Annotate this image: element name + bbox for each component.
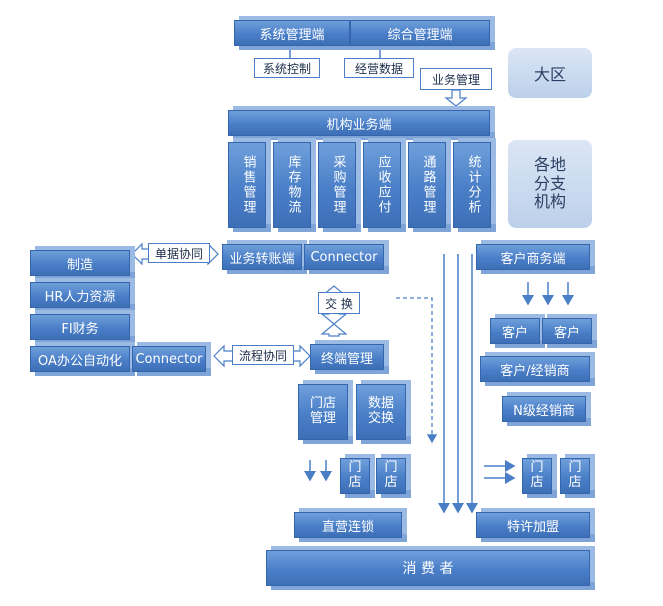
middle-connector-box: Connector (304, 244, 384, 270)
greater-region-panel: 大区 (508, 48, 592, 98)
business-mgmt-label: 业务管理 (420, 68, 492, 90)
hr-box: HR人力资源 (30, 282, 130, 308)
customer-box-2: 客户 (542, 318, 592, 344)
franchise-store-box-2: 门 店 (560, 458, 590, 494)
customer-business-box: 客户商务端 (476, 244, 590, 270)
flow-sync-label: 流程协同 (232, 345, 294, 365)
module-sales-label: 销售管理 (240, 155, 256, 215)
data-exchange-box: 数据 交换 (356, 384, 406, 440)
oa-box: OA办公自动化 (30, 346, 130, 372)
module-channel-label: 通路管理 (420, 155, 436, 215)
module-receivable-label: 应收应付 (375, 155, 391, 215)
left-connector-box: Connector (132, 346, 206, 372)
manufacturing-box: 制造 (30, 250, 130, 276)
module-sales: 销售管理 (228, 142, 266, 228)
store-mgmt-box: 门店 管理 (298, 384, 348, 440)
finance-box: FI财务 (30, 314, 130, 340)
operating-data-label: 经营数据 (344, 58, 414, 78)
store-box-2: 门 店 (376, 458, 406, 494)
branches-panel: 各地 分支 机构 (508, 140, 592, 228)
exchange-label: 交 换 (318, 292, 360, 314)
module-purchase: 采购管理 (318, 142, 356, 228)
org-business-box: 机构业务端 (228, 110, 490, 136)
transfer-box: 业务转账端 (222, 244, 302, 270)
module-receivable: 应收应付 (363, 142, 401, 228)
integrated-mgmt-box: 综合管理端 (350, 20, 490, 46)
terminal-box: 终端管理 (310, 344, 384, 370)
customer-box-1: 客户 (490, 318, 540, 344)
module-channel: 通路管理 (408, 142, 446, 228)
module-inventory-label: 库存物流 (285, 155, 301, 215)
system-control-label: 系统控制 (254, 58, 320, 78)
consumer-box: 消 费 者 (266, 550, 590, 586)
system-mgmt-box: 系统管理端 (234, 20, 350, 46)
franchise-box: 特许加盟 (476, 512, 590, 538)
dashed-arrow (396, 297, 438, 444)
module-purchase-label: 采购管理 (330, 155, 346, 215)
franchise-store-box-1: 门 店 (522, 458, 552, 494)
module-statistics: 统计分析 (453, 142, 491, 228)
exchange-arrow-tip (320, 323, 348, 337)
doc-sync-label: 单据协同 (148, 243, 210, 263)
module-statistics-label: 统计分析 (465, 155, 481, 215)
business-mgmt-arrow (444, 89, 468, 107)
direct-chain-box: 直营连锁 (294, 512, 402, 538)
module-inventory: 库存物流 (273, 142, 311, 228)
n-level-dealer-box: N级经销商 (502, 396, 586, 422)
store-box-1: 门 店 (340, 458, 370, 494)
customer-dealer-box: 客户/经销商 (480, 356, 590, 382)
